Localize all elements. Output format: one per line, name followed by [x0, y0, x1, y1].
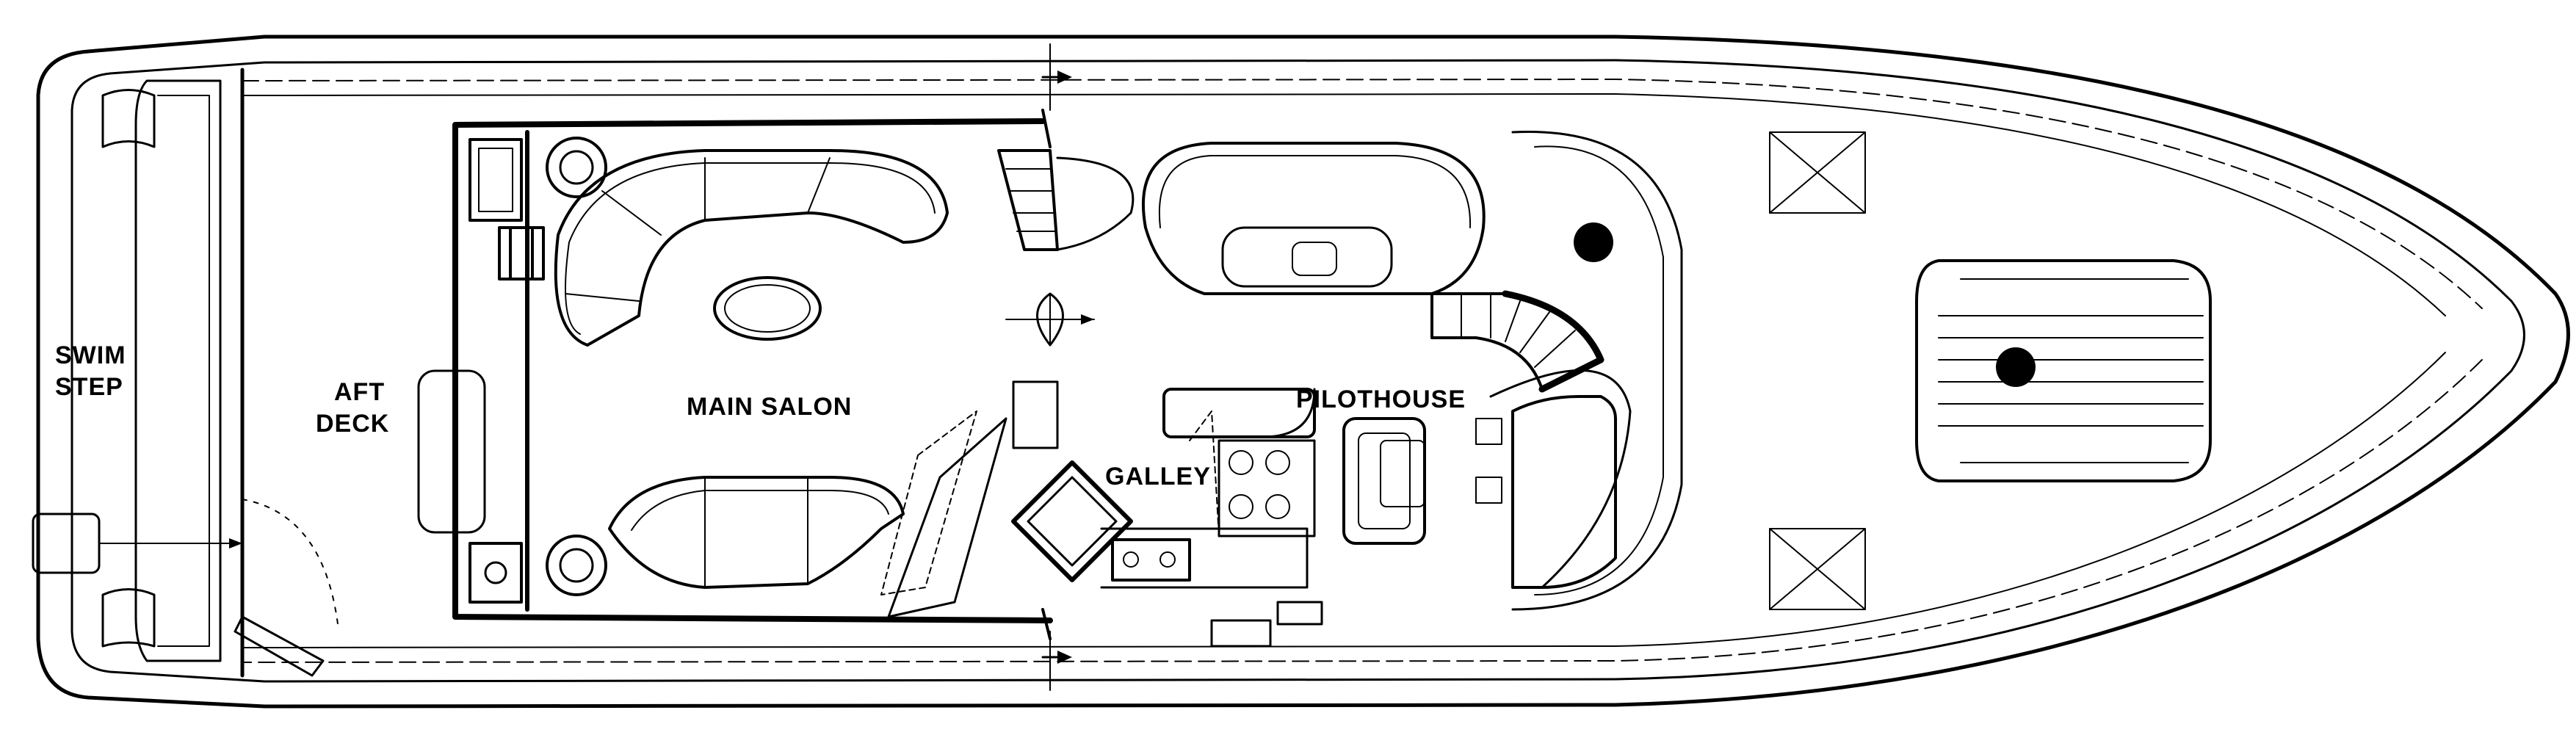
- window-top: [1769, 131, 1866, 214]
- windshield: [1511, 130, 1683, 611]
- hull-side-line: [242, 93, 2446, 648]
- label-aft-deck-2: DECK: [316, 410, 389, 438]
- label-swim-step-2: STEP: [55, 373, 123, 401]
- helm-seat-2: [1380, 440, 1425, 507]
- aft-deck-arc: [242, 499, 339, 625]
- galley-lower-counter: [1100, 527, 1309, 589]
- salon-chair-top: [546, 137, 607, 198]
- galley-counter: [1162, 388, 1316, 438]
- label-galley: GALLEY: [1105, 463, 1211, 490]
- helm-console: [1511, 395, 1617, 589]
- foredeck-hatch: [1915, 259, 2212, 482]
- salon-chair-bottom: [546, 535, 607, 596]
- hull-inner-line: [70, 59, 2525, 683]
- aft-deck-hatch: [417, 369, 486, 534]
- swim-step-stair-bottom: [101, 588, 156, 648]
- pilothouse-dinette: [1141, 142, 1486, 295]
- galley-stove: [1218, 439, 1316, 537]
- label-swim-step-1: SWIM: [55, 341, 126, 369]
- diagram-labels: SWIM STEP AFT DECK MAIN SALON GALLEY PIL…: [55, 341, 1466, 490]
- galley-sink: [1111, 538, 1191, 582]
- side-door-step: [1210, 619, 1272, 648]
- dinette-table: [1221, 226, 1393, 288]
- label-main-salon: MAIN SALON: [687, 393, 852, 421]
- aft-locker-top: [468, 138, 523, 222]
- label-pilothouse: PILOTHOUSE: [1296, 385, 1466, 413]
- window-bottom: [1769, 528, 1866, 610]
- swim-step-stair-top: [101, 89, 156, 148]
- salon-bulkhead: [452, 118, 1053, 623]
- galley-fridge: [1011, 460, 1133, 582]
- salon-coffee-table: [713, 276, 822, 341]
- salon-counter: [887, 417, 1007, 618]
- hull-outline: [36, 35, 2570, 709]
- gunwale-line: [242, 79, 2483, 663]
- foredeck-anchor-post: [1996, 347, 2036, 387]
- mast-base-aft: [1574, 222, 1613, 262]
- salon-door: [498, 226, 545, 280]
- salon-sofa-bottom: [608, 476, 905, 589]
- label-aft-deck-1: AFT: [334, 378, 385, 406]
- aft-locker-bottom: [468, 542, 523, 604]
- bulkhead-forward: [1041, 109, 1052, 640]
